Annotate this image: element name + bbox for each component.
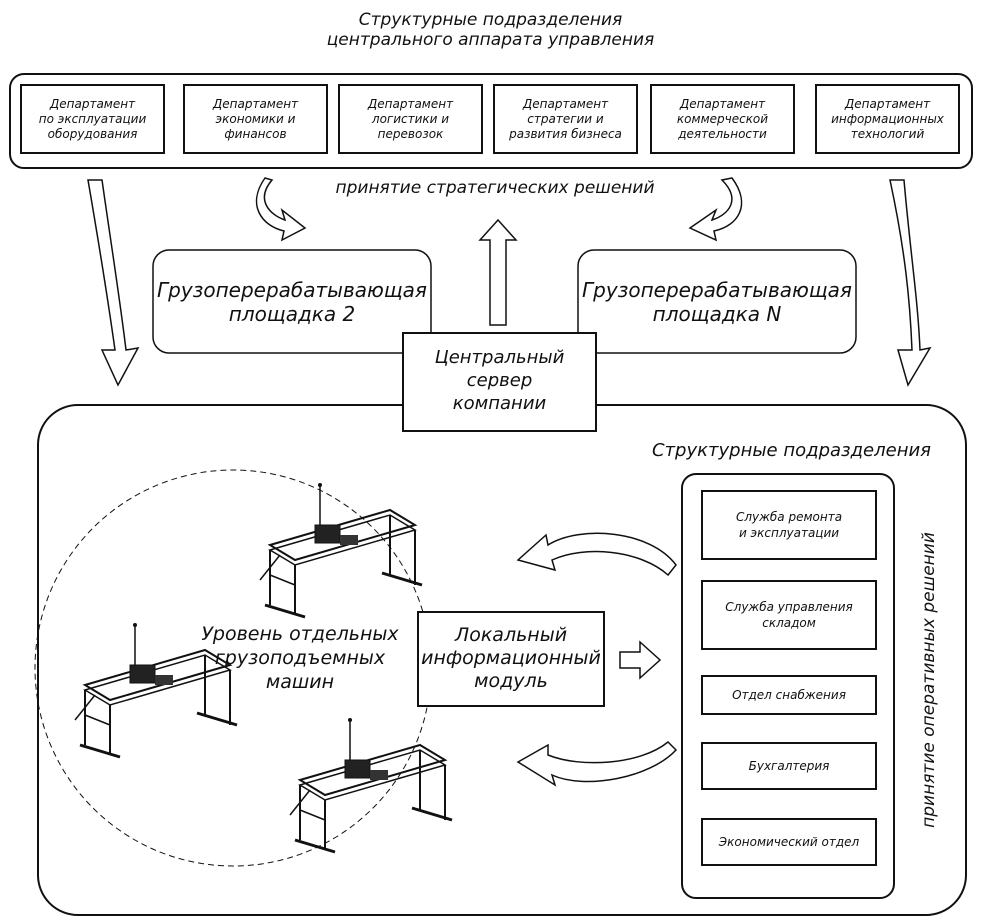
upper-return-arrow [516,532,677,577]
site-n-frame [577,249,857,354]
unit-warehouse-service: Служба управления складом [701,580,877,650]
central-server-frame [402,332,597,432]
local-to-units-arrow [619,640,662,680]
department-it: Департамент информационных технологий [815,84,960,154]
strategic-decisions-label: принятие стратегических решений [335,178,655,198]
right-small-arrow [688,177,743,242]
department-economics: Департамент экономики и финансов [183,84,328,154]
central-server-label: Центральный сервер компании [434,347,565,414]
operational-decisions-label: принятие оперативных решений [919,532,939,828]
lower-section-title: Структурные подразделения [652,440,931,461]
department-commercial: Департамент коммерческой деятельности [650,84,795,154]
header-title: Структурные подразделения центрального а… [326,10,655,50]
site-2-label: Грузоперерабатывающая площадка 2 [157,278,427,326]
up-arrow [478,218,518,326]
department-equipment: Департамент по эксплуатации оборудования [20,84,165,154]
site-n-label: Грузоперерабатывающая площадка N [582,278,852,326]
central-apparatus-frame [9,73,973,169]
site-2-frame [152,249,432,354]
department-strategy: Департамент стратегии и развития бизнеса [493,84,638,154]
unit-economic-department: Экономический отдел [701,818,877,866]
unit-repair-service: Служба ремонта и эксплуатации [701,490,877,560]
local-module-frame [417,611,605,707]
unit-supply-department: Отдел снабжения [701,675,877,715]
left-small-arrow [255,177,307,242]
crane-icon-3 [288,716,454,854]
units-panel-frame [681,473,895,899]
department-logistics: Департамент логистики и перевозок [338,84,483,154]
lower-return-arrow [516,740,678,787]
right-big-arrow [889,179,932,387]
local-module-label: Локальный информационный модуль [421,624,601,692]
machines-level-label: Уровень отдельных грузоподъемных машин [201,623,399,693]
left-big-arrow [87,179,140,387]
crane-icon-1 [258,481,424,619]
unit-accounting: Бухгалтерия [701,742,877,790]
